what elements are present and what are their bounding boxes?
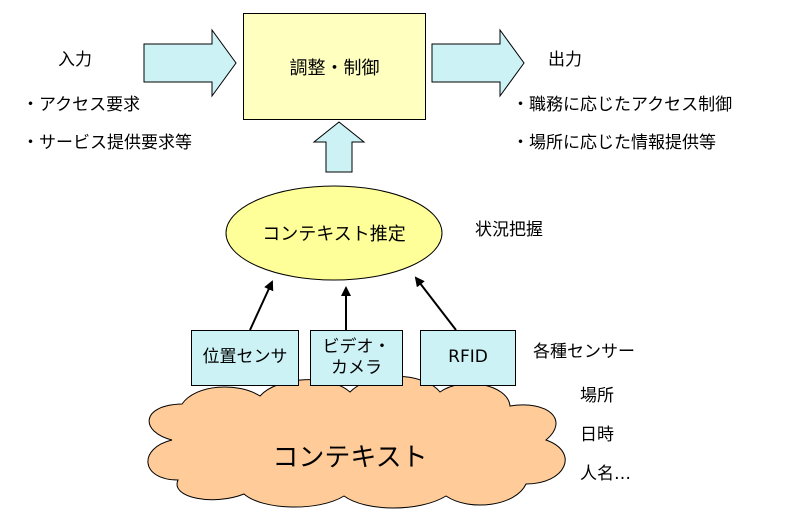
context-label: コンテキスト <box>272 442 428 473</box>
input-title: 入力 <box>58 50 92 70</box>
sensor-rfid-label: RFID <box>448 347 488 368</box>
output-item-access-control: ・職務に応じたアクセス制御 <box>512 95 733 115</box>
sensors-group-label: 各種センサー <box>533 342 635 362</box>
inference-oval <box>225 185 443 281</box>
context-example-person: 人名… <box>580 464 631 484</box>
input-item-service: ・サービス提供要求等 <box>22 133 192 153</box>
control-label: 調整・制御 <box>289 57 380 79</box>
context-cloud <box>147 375 566 509</box>
context-example-place: 場所 <box>580 386 614 406</box>
input-item-access: ・アクセス要求 <box>22 95 141 115</box>
inference-label: コンテキスト推定 <box>262 224 406 245</box>
sensor-video-box: ビデオ・ カメラ <box>310 330 403 386</box>
output-arrow <box>431 28 525 98</box>
sensor-video-label: ビデオ・ カメラ <box>322 336 391 378</box>
rfid-sensor-arrow <box>414 276 457 331</box>
up-arrow <box>312 121 366 173</box>
input-arrow <box>143 28 237 98</box>
sensor-position-label: 位置センサ <box>202 347 288 368</box>
situation-label: 状況把握 <box>475 220 543 240</box>
sensor-position-box: 位置センサ <box>191 330 299 386</box>
output-item-info: ・場所に応じた情報提供等 <box>512 133 716 153</box>
context-example-date: 日時 <box>580 425 614 445</box>
control-box: 調整・制御 <box>243 13 426 120</box>
position-sensor-arrow <box>249 280 274 331</box>
output-title: 出力 <box>548 50 582 70</box>
sensor-rfid-box: RFID <box>420 330 516 386</box>
